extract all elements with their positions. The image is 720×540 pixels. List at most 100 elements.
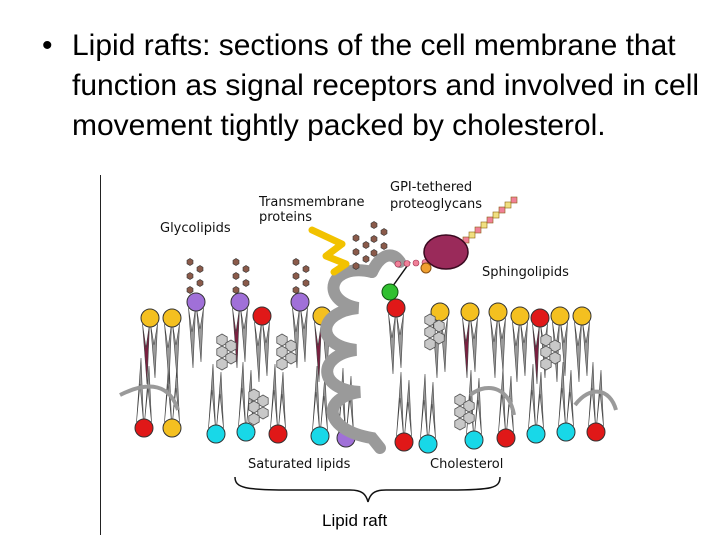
sugar-unit xyxy=(186,258,194,266)
upper-lipid-tail xyxy=(560,321,568,377)
sugar-unit xyxy=(352,262,360,270)
label-saturated-lipids: Saturated lipids xyxy=(248,457,351,472)
upper-lipid-head xyxy=(488,302,508,322)
pink-glycan-unit xyxy=(412,259,420,267)
lower-lipid-head xyxy=(134,418,154,438)
sugar-unit xyxy=(362,255,370,263)
cholesterol-rings xyxy=(216,313,561,431)
label-glycolipids: Glycolipids xyxy=(160,221,231,236)
upper-lipid-tail xyxy=(498,317,506,373)
cholesterol-ring xyxy=(454,417,466,431)
label-transmembrane-line2: proteins xyxy=(259,210,312,225)
cholesterol-ring xyxy=(424,337,436,351)
lower-lipid-head xyxy=(268,424,288,444)
sugar-unit xyxy=(370,249,378,257)
upper-lipid-head xyxy=(572,306,592,326)
sugar-unit xyxy=(232,258,240,266)
figure-left-edge xyxy=(100,175,101,535)
glycolipid-sugar-clusters xyxy=(186,221,388,294)
upper-leaflet xyxy=(140,292,592,385)
upper-lipid-head xyxy=(386,298,406,318)
lower-lipid-head xyxy=(526,424,546,444)
label-gpi-line2: proteoglycans xyxy=(390,197,482,212)
lower-lipid-tail xyxy=(216,371,224,429)
proteoglycan-chain-unit xyxy=(474,226,482,234)
sugar-unit xyxy=(242,265,250,273)
lower-lipid-tail xyxy=(208,363,216,429)
lower-lipid-head xyxy=(586,422,606,442)
sugar-unit xyxy=(232,286,240,294)
label-gpi-line1: GPI-tethered xyxy=(390,180,472,195)
label-sphingolipids: Sphingolipids xyxy=(482,265,569,280)
lipid-raft-brace xyxy=(234,476,501,503)
upper-lipid-head xyxy=(550,306,570,326)
upper-lipid-head xyxy=(162,308,182,328)
sugar-unit xyxy=(380,228,388,236)
sugar-unit xyxy=(302,279,310,287)
curved-lipid-tail xyxy=(468,385,516,416)
lower-lipid-tail xyxy=(528,363,536,429)
sugar-unit xyxy=(352,248,360,256)
cholesterol-ring xyxy=(257,406,269,420)
upper-lipid-head xyxy=(510,306,530,326)
lower-lipid-tail xyxy=(536,371,544,429)
sugar-unit xyxy=(186,286,194,294)
upper-lipid-tail xyxy=(552,321,560,383)
cholesterol-ring xyxy=(216,357,228,371)
upper-lipid-tail xyxy=(262,321,270,377)
upper-lipid-head xyxy=(290,292,310,312)
sugar-unit xyxy=(292,272,300,280)
lower-lipid-tail xyxy=(144,365,152,423)
sugar-unit xyxy=(370,221,378,229)
upper-lipid-tail xyxy=(490,317,498,379)
lower-lipid-tail xyxy=(396,371,404,437)
cholesterol-ring xyxy=(433,331,445,345)
curved-lipid-tail xyxy=(573,389,618,411)
lower-lipid-tail xyxy=(238,361,246,427)
proteoglycan-chain-unit xyxy=(462,236,470,244)
upper-lipid-tail xyxy=(462,317,470,379)
upper-lipid-tail xyxy=(150,323,158,379)
upper-lipid-tail xyxy=(470,317,478,373)
sugar-unit xyxy=(292,286,300,294)
sugar-unit xyxy=(196,279,204,287)
upper-lipid-tail xyxy=(240,307,248,363)
lower-lipid-head xyxy=(418,434,438,454)
sugar-unit xyxy=(232,272,240,280)
sugar-unit xyxy=(196,265,204,273)
lower-lipid-head xyxy=(162,418,182,438)
sugar-unit xyxy=(186,272,194,280)
lower-lipid-head xyxy=(464,430,484,450)
proteoglycan-chain-unit xyxy=(492,211,500,219)
label-lipid-raft: Lipid raft xyxy=(322,511,387,530)
sugar-unit xyxy=(242,279,250,287)
lower-lipid-head xyxy=(206,424,226,444)
lower-lipid-head xyxy=(394,432,414,452)
cholesterol-ring xyxy=(463,411,475,425)
upper-lipid-tail xyxy=(396,313,404,369)
lower-lipid-tail xyxy=(404,379,412,437)
upper-lipid-head xyxy=(230,292,250,312)
pink-glycan-unit xyxy=(394,260,402,268)
lower-lipid-tail xyxy=(172,365,180,423)
upper-lipid-tail xyxy=(300,307,308,363)
upper-lipid-tail xyxy=(388,313,396,375)
lower-lipid-tail xyxy=(474,377,482,435)
proteoglycan-chain-unit xyxy=(468,231,476,239)
lower-lipid-head xyxy=(236,422,256,442)
cholesterol-ring xyxy=(549,351,561,365)
transmembrane-protein-stem xyxy=(366,249,406,278)
proteoglycan-chain-unit xyxy=(480,221,488,229)
cholesterol-ring xyxy=(248,412,260,426)
lower-lipid-tail xyxy=(420,373,428,439)
pink-glycan-unit xyxy=(403,260,411,267)
upper-lipid-tail xyxy=(574,321,582,383)
proteoglycan-chain-unit xyxy=(498,206,506,214)
upper-lipid-head xyxy=(252,306,272,326)
label-cholesterol: Cholesterol xyxy=(430,457,503,472)
lower-lipid-tail xyxy=(278,371,286,429)
cholesterol-ring xyxy=(285,351,297,365)
cholesterol-ring xyxy=(276,357,288,371)
cholesterol-ring xyxy=(225,351,237,365)
